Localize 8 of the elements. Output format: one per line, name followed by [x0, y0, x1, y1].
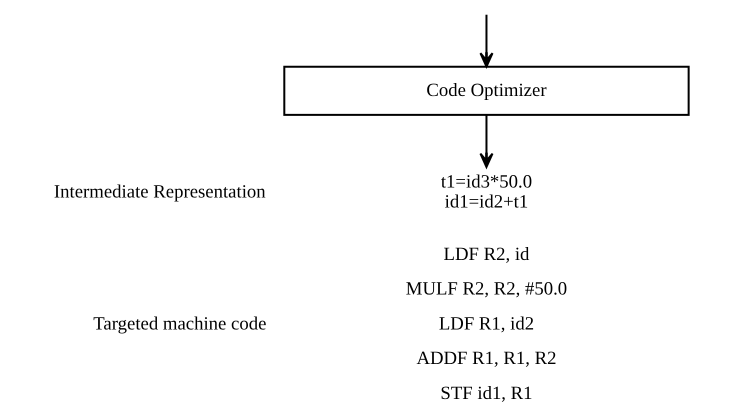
label: LDF R2, id [443, 244, 529, 265]
label: STF id1, R1 [440, 383, 532, 404]
label: LDF R1, id2 [438, 313, 534, 334]
label: Targeted machine code [92, 313, 266, 334]
label: ADDF R1, R1, R2 [416, 348, 556, 370]
label: MULF R2, R2, #50.0 [405, 278, 567, 300]
label: Intermediate Representation [53, 182, 266, 203]
node-text: t1=id3*50.0 id1=id2+t1 [440, 171, 532, 213]
